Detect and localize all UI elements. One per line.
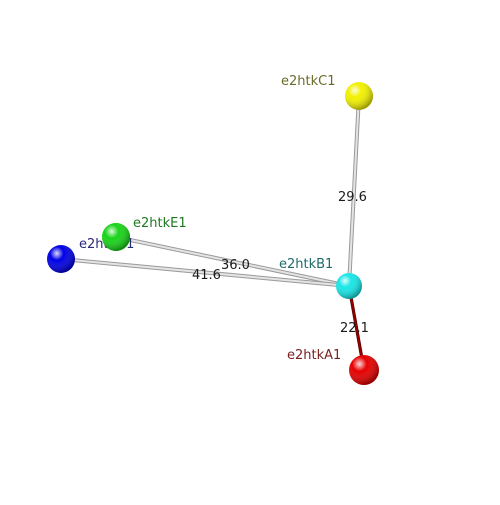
edge-highlight-E1-B1 (115, 236, 350, 287)
node-shading-B1 (336, 273, 362, 299)
edge-label-C1-B1: 29.6 (338, 190, 367, 205)
node-labels: e2htkC1e2htkE1e2htkD1e2htkB1e2htkA1 (79, 74, 341, 363)
edge-label-B1-A1: 22.1 (340, 321, 369, 336)
node-label-E1: e2htkE1 (133, 216, 187, 231)
edge-highlight-C1-B1 (348, 95, 360, 287)
node-label-C1: e2htkC1 (281, 74, 335, 89)
edges (59, 94, 366, 372)
node-shading-D1 (47, 245, 75, 273)
node-shading-C1 (345, 82, 373, 110)
node-label-A1: e2htkA1 (287, 348, 341, 363)
node-shading-A1 (349, 355, 379, 385)
edge-label-D1-B1: 41.6 (192, 268, 221, 283)
nodes (47, 82, 379, 385)
node-E1-overlay-shading (102, 223, 130, 251)
edge-highlight-D1-B1 (60, 258, 350, 287)
edge-label-E1-B1: 36.0 (221, 258, 250, 273)
edge-labels: 29.6 36.041.6 22.1 (192, 190, 369, 336)
node-label-B1: e2htkB1 (279, 257, 333, 272)
